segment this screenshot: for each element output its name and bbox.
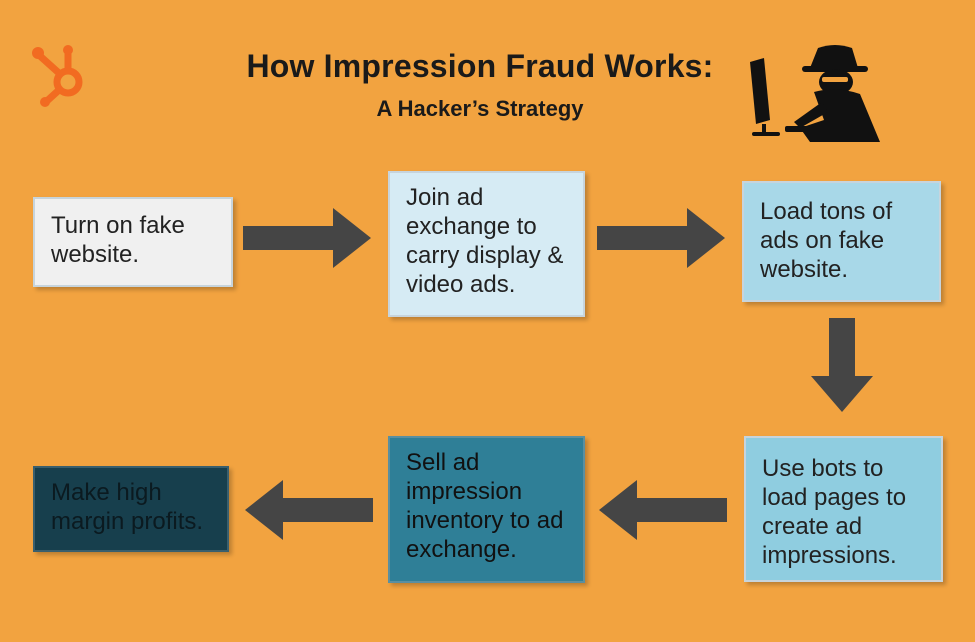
arrow-right-icon — [243, 208, 371, 268]
step-text: Make high margin profits. — [51, 479, 204, 535]
step-box-6: Make high margin profits. — [33, 466, 229, 552]
hubspot-logo-icon — [32, 45, 83, 107]
arrow-left-icon — [245, 480, 373, 540]
step-text: Join ad exchange to carry display & vide… — [406, 184, 564, 298]
step-box-4: Use bots to load pages to create ad impr… — [744, 436, 943, 582]
step-box-1: Turn on fake website. — [33, 197, 233, 287]
page-subtitle: A Hacker’s Strategy — [376, 96, 584, 121]
step-box-2: Join ad exchange to carry display & vide… — [388, 171, 585, 317]
page-title: How Impression Fraud Works: — [246, 48, 714, 84]
step-text: Turn on fake website. — [51, 212, 185, 268]
hacker-icon — [750, 45, 880, 142]
arrow-right-icon — [597, 208, 725, 268]
step-text: Load tons of ads on fake website. — [760, 198, 893, 283]
arrow-down-icon — [811, 318, 873, 412]
arrow-left-icon — [599, 480, 727, 540]
step-text: Sell ad impression inventory to ad excha… — [406, 449, 564, 563]
step-box-5: Sell ad impression inventory to ad excha… — [388, 436, 585, 583]
step-text: Use bots to load pages to create ad impr… — [762, 455, 907, 569]
step-box-3: Load tons of ads on fake website. — [742, 181, 941, 302]
